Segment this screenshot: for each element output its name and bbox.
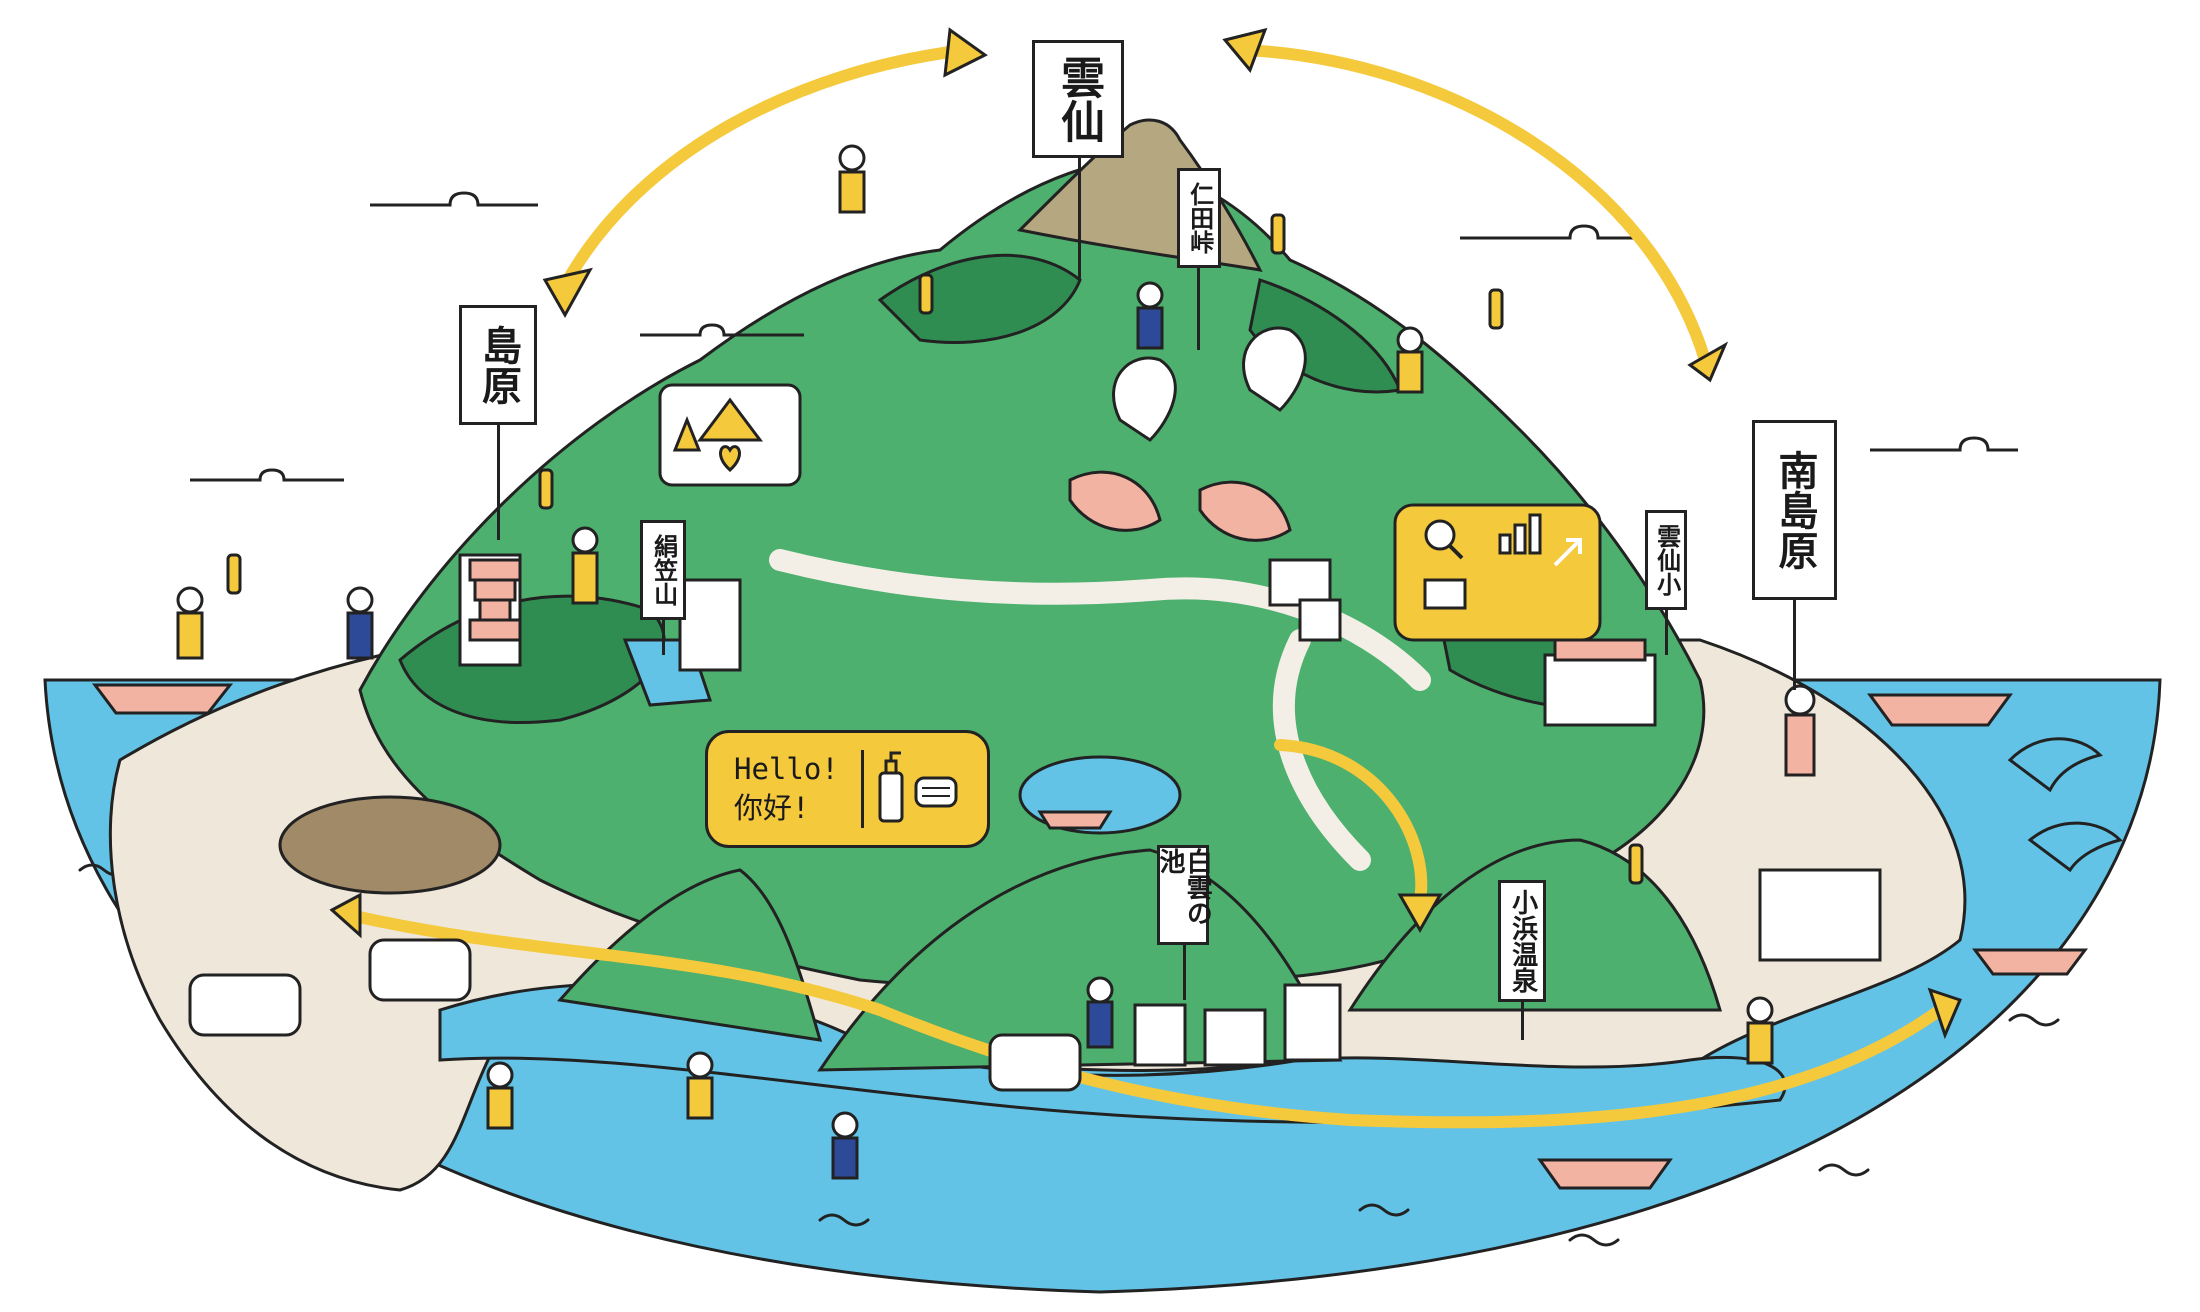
- bar-chart-icon: [1498, 513, 1542, 555]
- sanitizer-bottle-icon: [878, 751, 904, 823]
- person: [838, 144, 866, 214]
- minamishimabara-post: [1793, 595, 1796, 690]
- person: [1746, 996, 1774, 1065]
- arrow-coastal-route: [344, 909, 1946, 1129]
- heart-icon: [719, 445, 741, 473]
- sign-nitatoge-label: 仁田峠: [1185, 182, 1214, 254]
- dolphins: [2007, 737, 2123, 873]
- mountain-icon: [697, 397, 763, 442]
- sign-unzen-elementary: 雲仙小: [1645, 510, 1687, 610]
- sign-obama-onsen-label: 小浜温泉: [1507, 889, 1538, 993]
- sign-minamishimabara-label: 南島原: [1771, 450, 1818, 570]
- sign-obama-onsen: 小浜温泉: [1498, 880, 1546, 1002]
- sign-nitatoge: 仁田峠: [1177, 168, 1221, 268]
- unzen-buildings: [1268, 558, 1342, 642]
- unzen-elementary-post: [1665, 605, 1668, 655]
- person: [346, 586, 374, 660]
- person: [1396, 326, 1424, 394]
- boats: [92, 683, 2088, 1190]
- greeting-text: Hello! 你好!: [708, 749, 864, 829]
- tree-icon: [672, 415, 702, 452]
- sign-kinugasayama-label: 絹笠山: [649, 534, 678, 606]
- search-icon: [1424, 519, 1464, 560]
- obama-onsen-post: [1521, 1000, 1524, 1040]
- arrow-heads: [329, 27, 1963, 1040]
- kinugasayama-post: [662, 615, 665, 655]
- steam-plumes: [1112, 326, 1307, 442]
- greeting-line-2: 你好!: [734, 791, 810, 825]
- person: [176, 586, 204, 660]
- clouds: [190, 191, 2018, 482]
- sign-minamishimabara: 南島原: [1752, 420, 1837, 600]
- business-panel: [1393, 503, 1602, 642]
- sign-unzen-label: 雲仙: [1053, 55, 1105, 143]
- hygiene-icons: [878, 751, 958, 823]
- person: [486, 1061, 514, 1130]
- sign-shirakumo-pond: 白雲の池: [1155, 845, 1213, 945]
- wave-marks: [78, 863, 2060, 1247]
- greeting-bubble: Hello! 你好!: [705, 730, 990, 848]
- sign-shimabara-label: 島原: [475, 325, 521, 405]
- cars: [188, 938, 1082, 1092]
- strawberry-field: [278, 795, 502, 895]
- sign-unzen: 雲仙: [1032, 40, 1124, 158]
- arrow-shimabara-unzen: [559, 44, 971, 291]
- laptop-icon: [1423, 578, 1467, 610]
- shimabara-castle: [468, 558, 522, 642]
- sign-unzen-elementary-label: 雲仙小: [1652, 524, 1681, 596]
- unzen-post: [1078, 150, 1081, 280]
- person: [571, 526, 599, 605]
- person: [1784, 684, 1816, 777]
- arrow-pond-loop: [1274, 739, 1428, 906]
- greeting-line-1: Hello!: [734, 751, 839, 786]
- trend-arrow-icon: [1553, 538, 1582, 567]
- roads: [769, 549, 1431, 871]
- face-mask-icon: [914, 776, 958, 808]
- shimabara-post: [497, 420, 500, 540]
- person: [831, 1111, 859, 1180]
- steam-fields: [1068, 470, 1292, 542]
- tourism-board: [658, 383, 802, 487]
- sign-shimabara: 島原: [459, 305, 537, 425]
- person: [686, 1051, 714, 1120]
- exclamation-marks: [226, 213, 1644, 885]
- sign-shirakumo-pond-label: 白雲の池: [1155, 848, 1213, 926]
- sign-kinugasayama: 絹笠山: [640, 520, 686, 620]
- arrow-unzen-minamishimabara: [1239, 44, 1711, 366]
- person: [1086, 976, 1114, 1049]
- people: [176, 144, 1816, 1180]
- nitatoge-post: [1197, 260, 1200, 350]
- route-arrows: [344, 44, 1946, 1129]
- greeting-icons: [864, 733, 987, 845]
- person: [1136, 281, 1164, 350]
- shirakumo-post: [1183, 940, 1186, 1000]
